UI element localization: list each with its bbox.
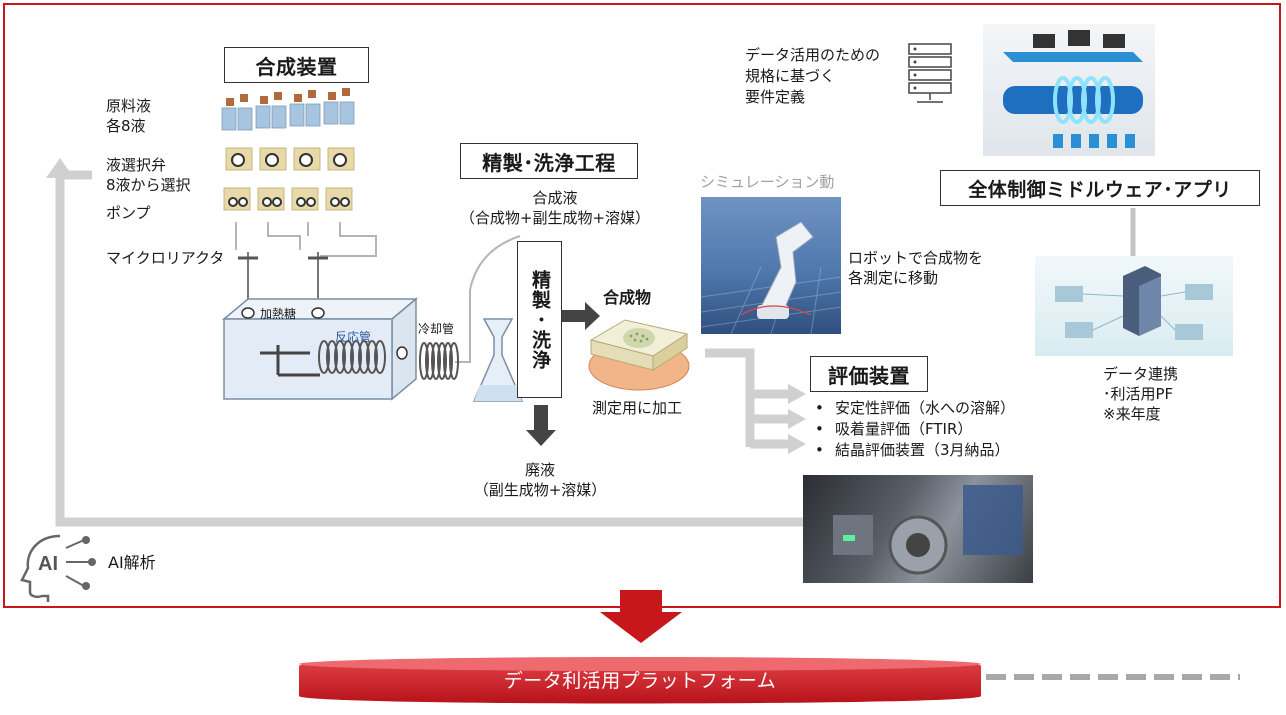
data-platform-bar: データ利活用プラットフォーム: [295, 652, 985, 706]
to-waste-arrow: [526, 405, 556, 446]
waste-label-1: 廃液: [524, 461, 555, 479]
simulation-label: シミュレーション動: [700, 173, 835, 191]
evaluation-item: 吸着量評価（FTIR）: [815, 419, 1015, 440]
to-product-arrow: [562, 302, 600, 330]
purification-title: 精製･洗浄工程: [460, 143, 638, 179]
synth-liquid-label-1: 合成液: [532, 189, 578, 207]
cooling-tube-label: 冷却管: [418, 322, 455, 336]
reaction-tube-label: 反応管: [335, 330, 372, 344]
ai-head-icon: AI: [20, 534, 96, 602]
feedback-loop-line: [55, 175, 810, 527]
robot-caption-2: 各測定に移動: [848, 269, 939, 287]
flask-illustration: [472, 318, 524, 402]
reactor-tank-illustration: [221, 297, 419, 401]
data-pf-line-3: ※来年度: [1103, 405, 1161, 423]
evaluation-item: 結晶評価装置（3月納品）: [815, 440, 1015, 461]
microreactor-label: マイクロリアクタ: [106, 249, 225, 267]
synthesis-apparatus-illustration: [221, 88, 355, 211]
synthesis-title: 合成装置: [224, 47, 369, 83]
purification-vertical-label: 精製･洗浄: [517, 241, 562, 398]
data-pf-line-2: ･利活用PF: [1103, 385, 1174, 403]
requirements-line-3: 要件定義: [745, 88, 806, 106]
cooling-coil-illustration: [419, 342, 459, 380]
evaluation-item: 安定性評価（水への溶解）: [815, 398, 1015, 419]
processed-label: 測定用に加工: [592, 399, 683, 417]
sample-holder-illustration: [588, 319, 690, 391]
middleware-image: [983, 24, 1155, 156]
requirements-line-2: 規格に基づく: [745, 67, 836, 85]
synth-liquid-label-2: （合成物+副生成物+溶媒）: [459, 209, 651, 227]
heating-tank-label: 加熱糖: [260, 307, 297, 321]
ai-label: AI解析: [108, 553, 156, 572]
server-icon: [908, 43, 952, 103]
waste-label-2: （副生成物+溶媒）: [473, 481, 607, 499]
valve-label-1: 液選択弁: [106, 156, 167, 174]
product-label: 合成物: [603, 288, 652, 307]
xrd-instrument-photo: [803, 475, 1033, 583]
middleware-title: 全体制御ミドルウェア･アプリ: [940, 170, 1260, 206]
requirements-line-1: データ活用のための: [745, 46, 881, 64]
data-platform-image: [1035, 256, 1233, 356]
evaluation-list: 安定性評価（水への溶解） 吸着量評価（FTIR） 結晶評価装置（3月納品）: [815, 398, 1015, 461]
raw-liquid-label-1: 原料液: [106, 97, 152, 115]
raw-liquid-label-2: 各8液: [106, 117, 146, 135]
evaluation-title: 評価装置: [810, 356, 928, 392]
down-arrow-red: [600, 590, 682, 643]
robot-caption-1: ロボットで合成物を: [848, 249, 984, 267]
ai-icon-text: AI: [38, 553, 58, 575]
robot-simulation-image: [701, 197, 841, 334]
platform-label: データ利活用プラットフォーム: [503, 669, 777, 692]
pump-label: ポンプ: [106, 204, 151, 222]
valve-label-2: 8液から選択: [106, 176, 191, 194]
data-pf-line-1: データ連携: [1103, 365, 1179, 383]
